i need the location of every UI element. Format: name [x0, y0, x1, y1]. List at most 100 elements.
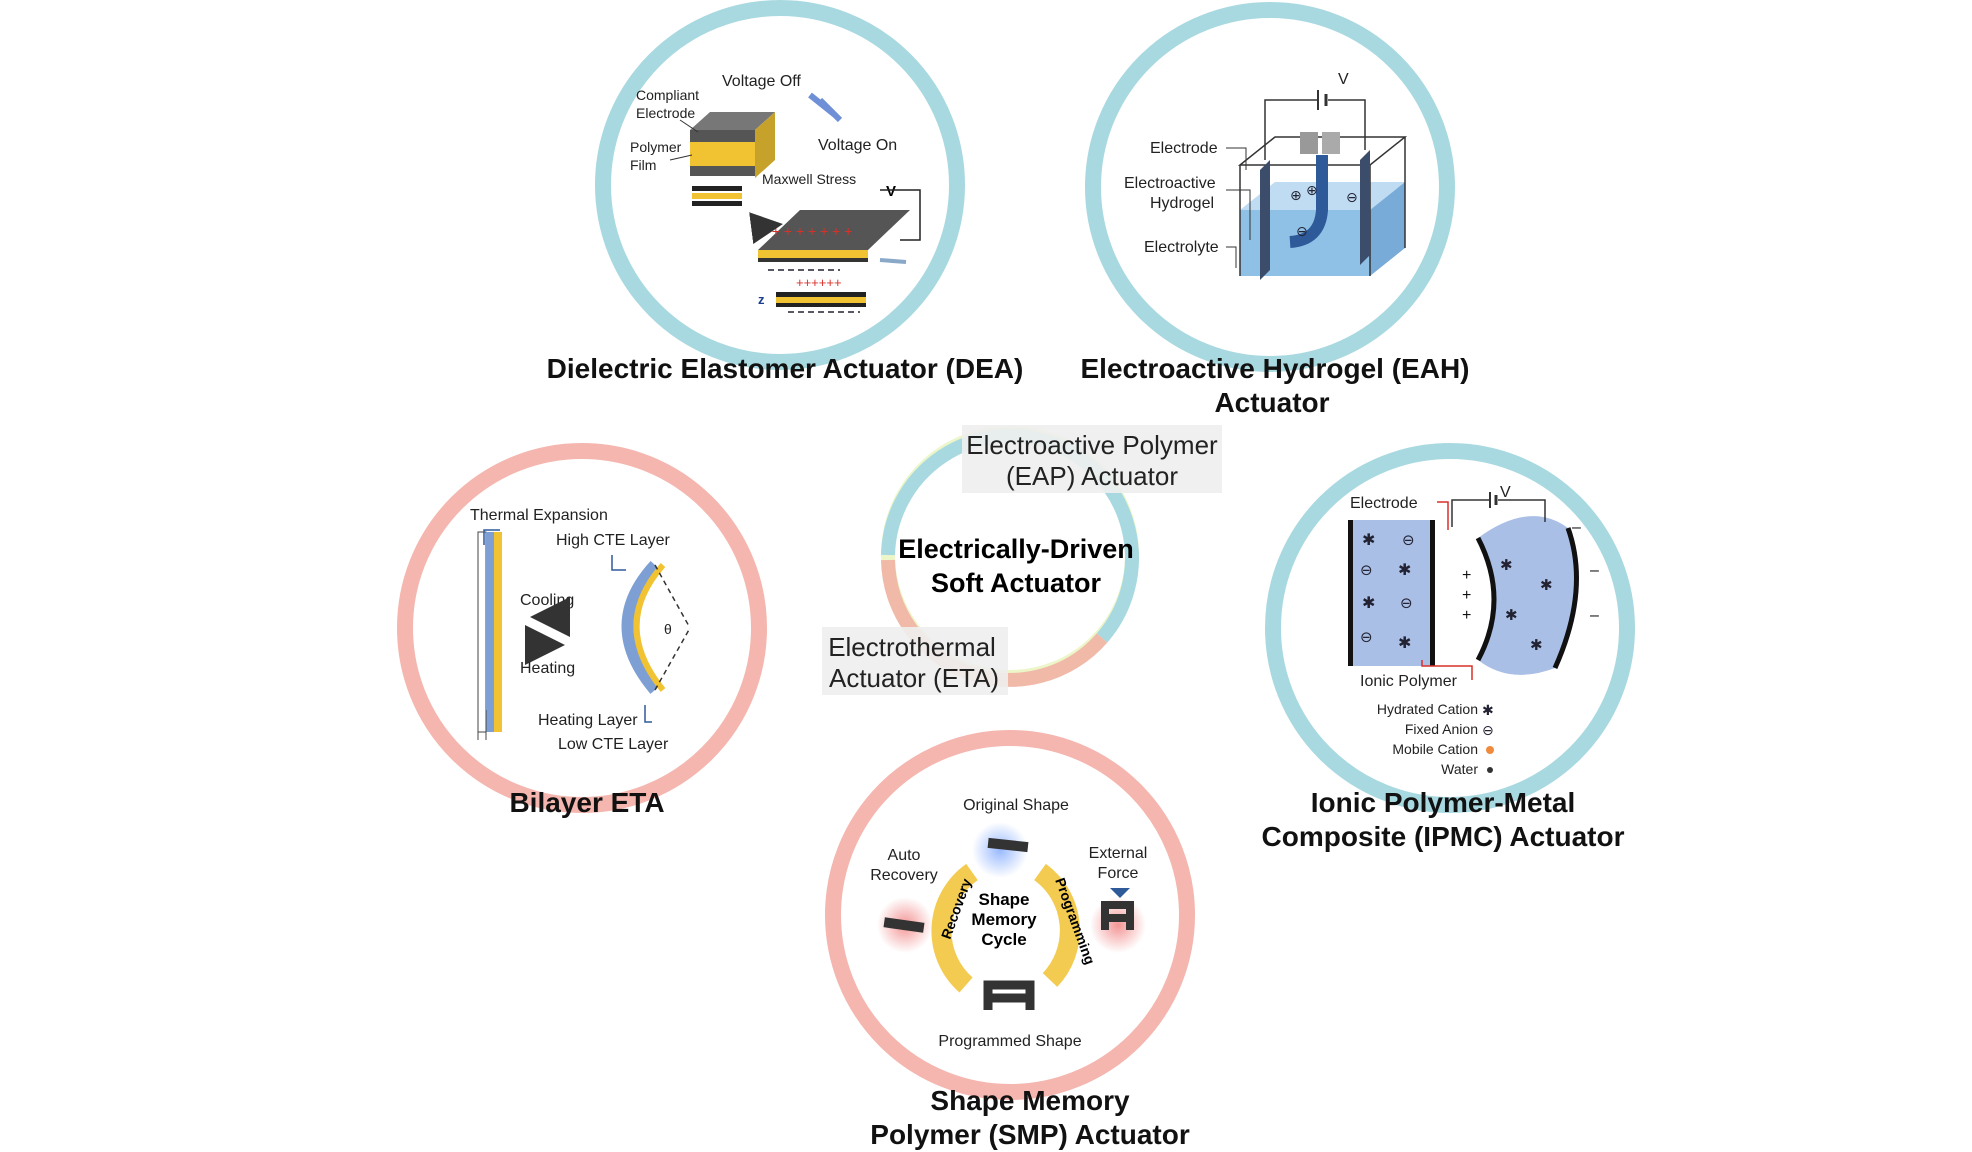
- bilayer-curved-low: [633, 563, 666, 692]
- dea-mini-plate3: [692, 201, 742, 206]
- ipmc-slab-electrode-right: [1430, 520, 1435, 666]
- smp-original-shape-label: Original Shape: [963, 797, 1069, 814]
- bilayer-low-leader: [644, 705, 652, 723]
- eah-hydrogel-1: Electroactive: [1124, 175, 1216, 192]
- ipmc-legend-mobile: Mobile Cation: [1392, 741, 1478, 757]
- smp-force-arrow: [1110, 888, 1130, 898]
- bilayer-cooling: Cooling: [520, 592, 574, 609]
- ipmc-legend-anion-icon: ⊖: [1482, 722, 1494, 738]
- ipmc-minus-2: –: [1590, 562, 1599, 579]
- dea-z-symbol: z: [758, 292, 765, 307]
- dea-compliant-2: Electrode: [636, 105, 695, 121]
- ipmc-legend-water: Water: [1441, 761, 1478, 777]
- dea-bottom-plate3: [776, 303, 866, 307]
- smp-external-1: External: [1089, 845, 1148, 862]
- center-title-line2: Soft Actuator: [931, 568, 1101, 598]
- eah-ion-3: ⊖: [1346, 189, 1358, 205]
- bilayer-high-cte: High CTE Layer: [556, 532, 670, 549]
- eah-wire-left: [1264, 99, 1318, 160]
- eah-ion-1: ⊕: [1290, 187, 1302, 203]
- eap-label-box: [962, 425, 1222, 493]
- ipmc-legend-water-icon: [1487, 767, 1493, 773]
- dea-bottom-plate1: [776, 292, 866, 297]
- ipmc-plus-1: +: [1462, 567, 1471, 584]
- dea-maxwell: Maxwell Stress: [762, 171, 856, 187]
- eah-electrode-leader: [1226, 147, 1247, 170]
- eah-liquid-side: [1370, 182, 1405, 276]
- smp-caption-line2: Polymer (SMP) Actuator: [870, 1119, 1190, 1150]
- eta-label-line1: Electrothermal: [828, 632, 996, 662]
- eah-wire-right: [1328, 99, 1366, 150]
- ipmc-polymer-leader: [1421, 660, 1473, 680]
- eah-electrolyte-leader: [1226, 246, 1237, 268]
- ipmc-slab-ion-2: ⊖: [1402, 532, 1415, 549]
- bilayer-thermal-expansion: Thermal Expansion: [470, 507, 608, 524]
- dea-voltage-on: Voltage On: [818, 137, 897, 154]
- bilayer-heating-layer: Heating Layer: [538, 712, 638, 729]
- dea-ring: [595, 0, 965, 370]
- ipmc-legend-mobile-icon: [1486, 746, 1494, 754]
- ipmc-slab-ion-5: ✱: [1362, 595, 1375, 612]
- eta-label-line2: Actuator (ETA): [829, 663, 999, 693]
- bilayer-high-leader: [611, 555, 626, 571]
- eta-label-box: [822, 627, 1008, 695]
- dea-caption: Dielectric Elastomer Actuator (DEA): [547, 353, 1024, 384]
- ipmc-slab-ion-1: ✱: [1362, 532, 1375, 549]
- dea-stress-arrow-right: [879, 258, 907, 264]
- eah-caption-line1: Electroactive Hydrogel (EAH): [1081, 353, 1470, 384]
- smp-recovery-shape: [883, 917, 925, 933]
- eah-ion-2: ⊕: [1306, 182, 1318, 198]
- dea-plus-row: ++++++: [796, 275, 842, 290]
- ipmc-bent-electrode-left: [1475, 536, 1497, 662]
- ipmc-legend-hydrated: Hydrated Cation: [1377, 701, 1478, 717]
- dea-compliant-1: Compliant: [636, 87, 699, 103]
- eah-electrode-right: [1360, 150, 1370, 265]
- smp-cycle-2: Memory: [971, 910, 1037, 929]
- dea-plus-grid: + + + + + + +: [772, 223, 853, 239]
- bilayer-strip-high: [486, 532, 494, 732]
- ipmc-wire-left: [1451, 499, 1490, 527]
- ipmc-wire-right: [1498, 499, 1546, 522]
- eap-label-line1: Electroactive Polymer: [966, 430, 1218, 460]
- ipmc-ionic-polymer: Ionic Polymer: [1360, 673, 1458, 690]
- smp-programming-arc: [1033, 863, 1080, 987]
- eap-label-line2: (EAP) Actuator: [1006, 461, 1178, 491]
- eah-v-symbol: V: [1338, 71, 1349, 88]
- dea-block-electrode: [690, 130, 755, 142]
- smp-ring: [825, 730, 1195, 1100]
- dea-film-1: Polymer: [630, 139, 682, 155]
- ipmc-v-symbol: V: [1500, 484, 1511, 501]
- dea-sheet-film: [758, 250, 868, 258]
- eah-panel: ⊕ ⊕ ⊖ ⊖ V Electrode Electroactive Hydrog…: [1081, 2, 1470, 418]
- ipmc-caption-line1: Ionic Polymer-Metal: [1311, 787, 1576, 818]
- smp-cycle-3: Cycle: [981, 930, 1026, 949]
- ipmc-slab-electrode-left: [1348, 520, 1353, 666]
- eah-hydrogel-strip: [1289, 155, 1328, 248]
- dea-circuit-wire: [880, 189, 921, 241]
- ipmc-panel: ✱ ⊖ ⊖ ✱ ✱ ⊖ ⊖ ✱ + + + – – – ✱ ✱ ✱ ✱ V El…: [1262, 443, 1635, 852]
- bilayer-panel: Thermal Expansion θ High CTE Layer Cooli…: [397, 443, 767, 818]
- bilayer-low-cte: Low CTE Layer: [558, 736, 669, 753]
- ipmc-slab-ion-3: ⊖: [1360, 562, 1373, 579]
- eah-clamp-left: [1300, 132, 1318, 154]
- dea-block-side: [755, 112, 775, 178]
- dea-mini-plate2: [692, 193, 742, 199]
- ipmc-bent-ion-3: ✱: [1505, 607, 1518, 624]
- dea-sheet-bottom: [758, 258, 868, 262]
- smp-programmed-shape: [983, 980, 1035, 1010]
- smp-glow-top: [972, 822, 1028, 878]
- smp-force-shape: [1101, 901, 1134, 930]
- dea-film-leader: [669, 154, 693, 161]
- dea-mini-plate1: [692, 186, 742, 191]
- eah-hydrogel-leader: [1226, 189, 1251, 240]
- ipmc-bent-electrode-right: [1552, 527, 1579, 670]
- smp-auto-1: Auto: [888, 847, 921, 864]
- smp-panel: Recovery Programming Shape Memory Cycle …: [825, 730, 1195, 1150]
- ipmc-caption-line2: Composite (IPMC) Actuator: [1262, 821, 1625, 852]
- bilayer-te-leader: [483, 529, 500, 545]
- bilayer-strip-heater: [477, 531, 487, 733]
- smp-recovery-arc: [931, 863, 979, 993]
- dea-film-2: Film: [630, 157, 656, 173]
- dea-v-symbol: V: [886, 183, 896, 200]
